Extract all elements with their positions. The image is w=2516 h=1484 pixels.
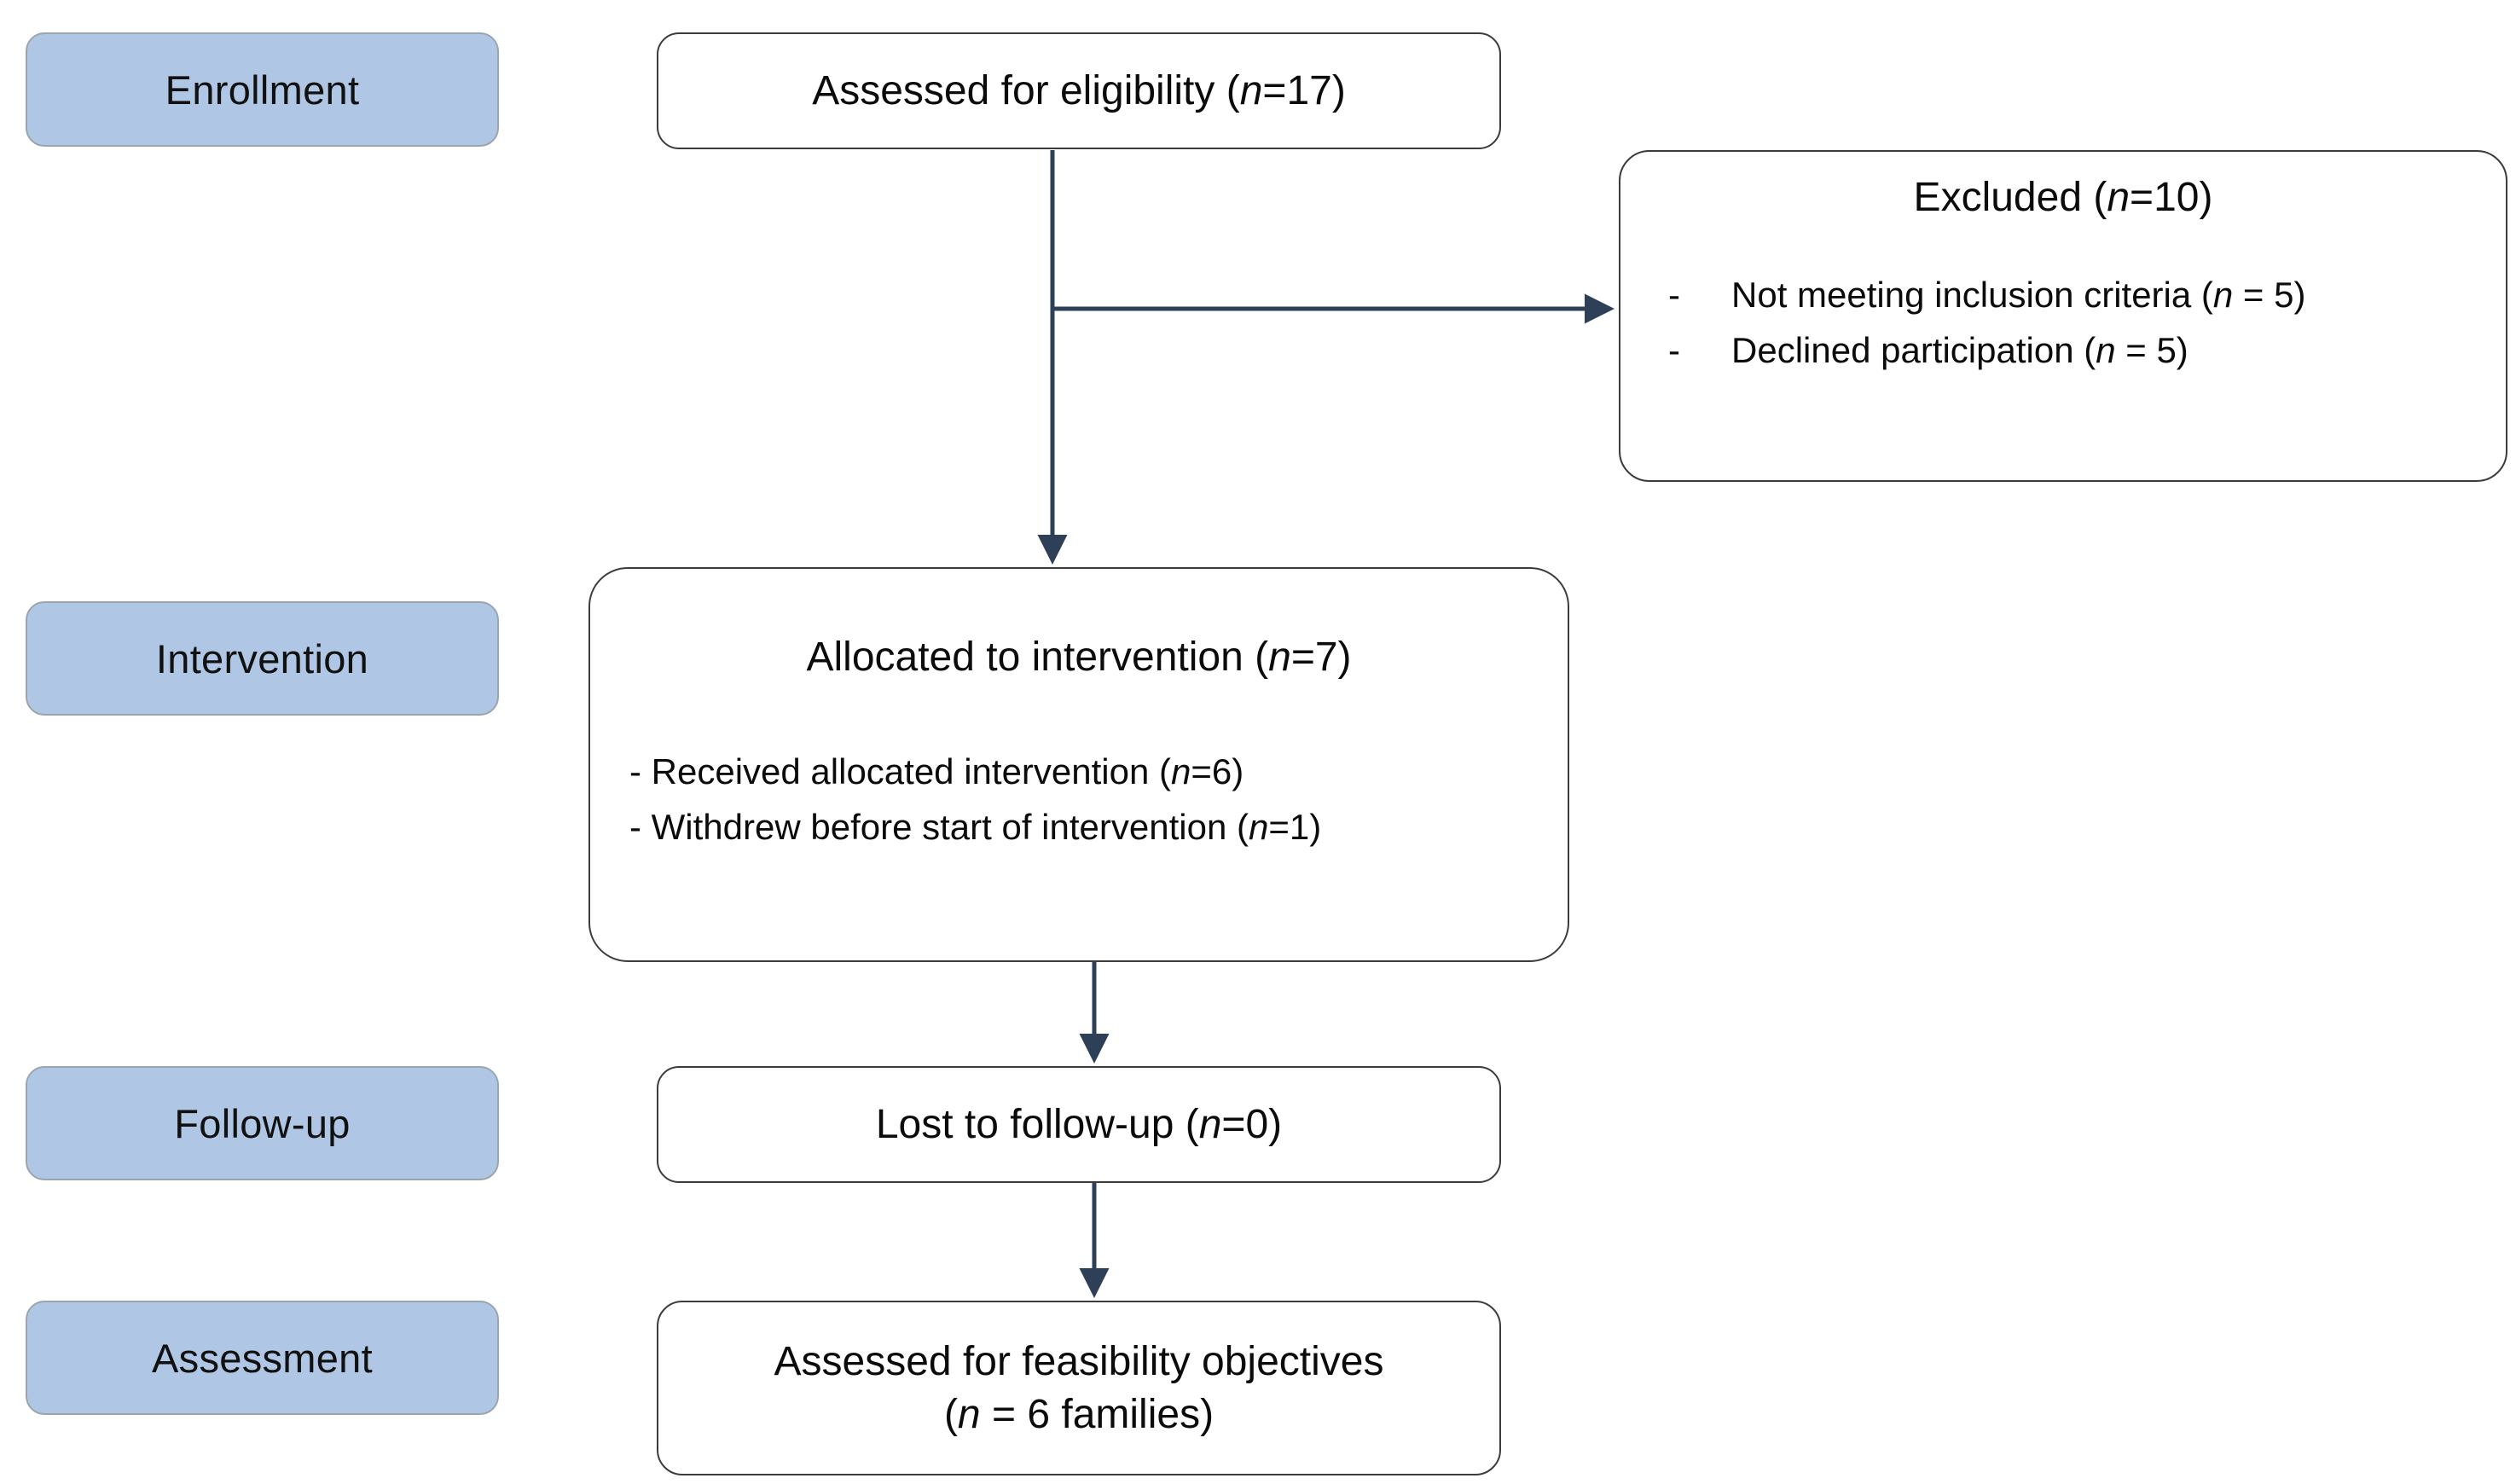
intervention-title-after: =7)	[1290, 635, 1352, 680]
stage-chip-followup: Follow-up	[26, 1066, 499, 1180]
assessment-line2-before: (	[943, 1391, 958, 1437]
excluded-item-text: Not meeting inclusion criteria (n = 5)	[1731, 267, 2305, 322]
eligibility-italic-n: n	[1239, 68, 1263, 113]
excluded-item-text: Declined participation (n = 5)	[1731, 322, 2188, 378]
assessment-italic-n: n	[957, 1391, 981, 1437]
excluded-item-0-after: = 5)	[2233, 275, 2306, 315]
excluded-title: Excluded (n=10)	[1646, 174, 2480, 221]
intervention-detail-list: - Received allocated intervention (n=6) …	[590, 744, 1568, 855]
intervention-item-1-before: - Withdrew before start of intervention …	[629, 807, 1249, 848]
excluded-item-1-before: Declined participation (	[1731, 330, 2096, 371]
node-excluded: Excluded (n=10) - Not meeting inclusion …	[1619, 150, 2507, 482]
excluded-item-1-italic-n: n	[2096, 330, 2116, 371]
stage-label-followup: Follow-up	[174, 1100, 351, 1146]
node-allocated-to-intervention: Allocated to intervention (n=7) - Receiv…	[588, 567, 1569, 962]
excluded-list-item: - Not meeting inclusion criteria (n = 5)	[1646, 267, 2480, 322]
node-eligibility-text: Assessed for eligibility (n=17)	[812, 67, 1346, 114]
node-followup-text: Lost to follow-up (n=0)	[876, 1101, 1282, 1148]
assessment-line-2: (n = 6 families)	[944, 1388, 1214, 1441]
stage-chip-assessment: Assessment	[26, 1301, 499, 1415]
excluded-reason-list: - Not meeting inclusion criteria (n = 5)…	[1646, 267, 2480, 378]
followup-italic-n: n	[1198, 1102, 1222, 1147]
excluded-title-before: Excluded (	[1913, 175, 2107, 220]
intervention-item-1-after: =1)	[1268, 807, 1322, 848]
stage-chip-enrollment: Enrollment	[26, 32, 499, 147]
stage-label-enrollment: Enrollment	[165, 67, 360, 113]
intervention-item-0-after: =6)	[1191, 751, 1244, 791]
intervention-title-before: Allocated to intervention (	[806, 635, 1269, 680]
followup-text-before: Lost to follow-up (	[875, 1102, 1199, 1147]
node-lost-to-follow-up: Lost to follow-up (n=0)	[657, 1066, 1501, 1183]
intervention-item-0-italic-n: n	[1171, 751, 1191, 791]
followup-text-after: =0)	[1221, 1102, 1283, 1147]
stage-chip-intervention: Intervention	[26, 601, 499, 716]
eligibility-text-after: =17)	[1262, 68, 1346, 113]
bullet-dash-marker: -	[1668, 275, 1680, 315]
excluded-item-0-italic-n: n	[2212, 275, 2234, 315]
assessment-line2-after: = 6 families)	[980, 1391, 1215, 1437]
excluded-item-0-before: Not meeting inclusion criteria (	[1731, 275, 2213, 315]
excluded-italic-n: n	[2107, 175, 2130, 220]
intervention-list-item: - Received allocated intervention (n=6)	[629, 744, 1568, 799]
stage-label-assessment: Assessment	[152, 1335, 373, 1381]
stage-label-intervention: Intervention	[155, 635, 369, 681]
excluded-list-item: - Declined participation (n = 5)	[1646, 322, 2480, 378]
intervention-item-0-before: - Received allocated intervention (	[629, 751, 1172, 791]
intervention-title: Allocated to intervention (n=7)	[590, 634, 1568, 681]
intervention-italic-n: n	[1268, 635, 1291, 680]
intervention-list-item: - Withdrew before start of intervention …	[629, 799, 1568, 855]
assessment-line-1: Assessed for feasibility objectives	[774, 1339, 1384, 1385]
node-assessed-for-eligibility: Assessed for eligibility (n=17)	[657, 32, 1501, 149]
excluded-item-1-after: = 5)	[2115, 330, 2188, 371]
bullet-dash-marker: -	[1668, 330, 1680, 371]
excluded-title-after: =10)	[2130, 175, 2213, 220]
node-assessed-for-feasibility-objectives: Assessed for feasibility objectives (n =…	[657, 1301, 1501, 1475]
eligibility-text-before: Assessed for eligibility (	[812, 68, 1240, 113]
intervention-item-1-italic-n: n	[1248, 807, 1269, 848]
